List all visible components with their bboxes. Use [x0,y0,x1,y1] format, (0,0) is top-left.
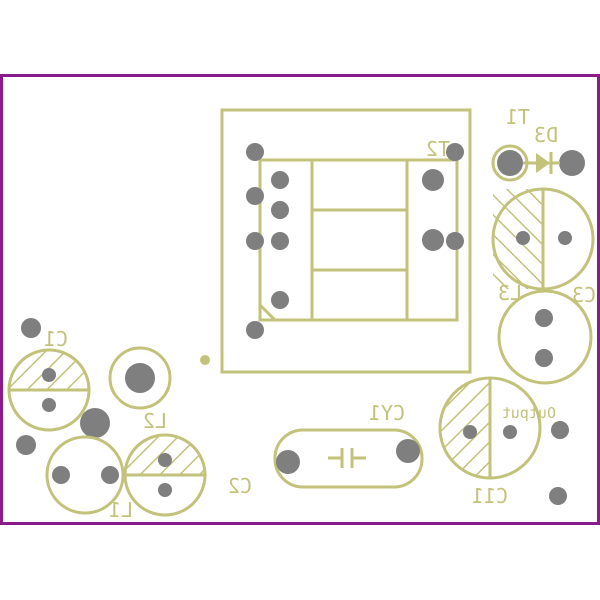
inductor-l2[interactable]: L2 [80,346,172,438]
label-t1: T1 [506,105,530,129]
label-c11: C11 [472,484,508,508]
pad [16,435,36,455]
label-output: Output [502,404,556,422]
label-cy1: CY1 [369,401,405,425]
label-c2: C2 [228,474,252,498]
capacitor-c2[interactable]: C2 [123,433,252,517]
label-t2: T2 [426,137,450,161]
output-connector[interactable]: Output [502,404,569,505]
capacitor-c11[interactable]: C11 [438,376,542,508]
label-c1: C1 [44,327,68,351]
capacitor-c1[interactable]: C1 [7,327,91,432]
label-l3: L3 [498,281,522,305]
diode-d3[interactable]: T1 D3 [491,105,585,182]
label-d3: D3 [534,123,558,147]
fiducial-dot [200,355,210,365]
label-l1: L1 [109,498,133,522]
board-outline [0,74,600,525]
capacitor-c3[interactable]: L3 C3 [491,187,596,307]
pad [21,318,41,338]
component-round[interactable] [497,289,593,385]
transformer-t2[interactable]: T2 [220,108,472,374]
inductor-l1[interactable]: L1 [45,435,133,522]
capacitor-cy1[interactable]: CY1 [273,401,424,489]
label-l2: L2 [143,409,167,433]
